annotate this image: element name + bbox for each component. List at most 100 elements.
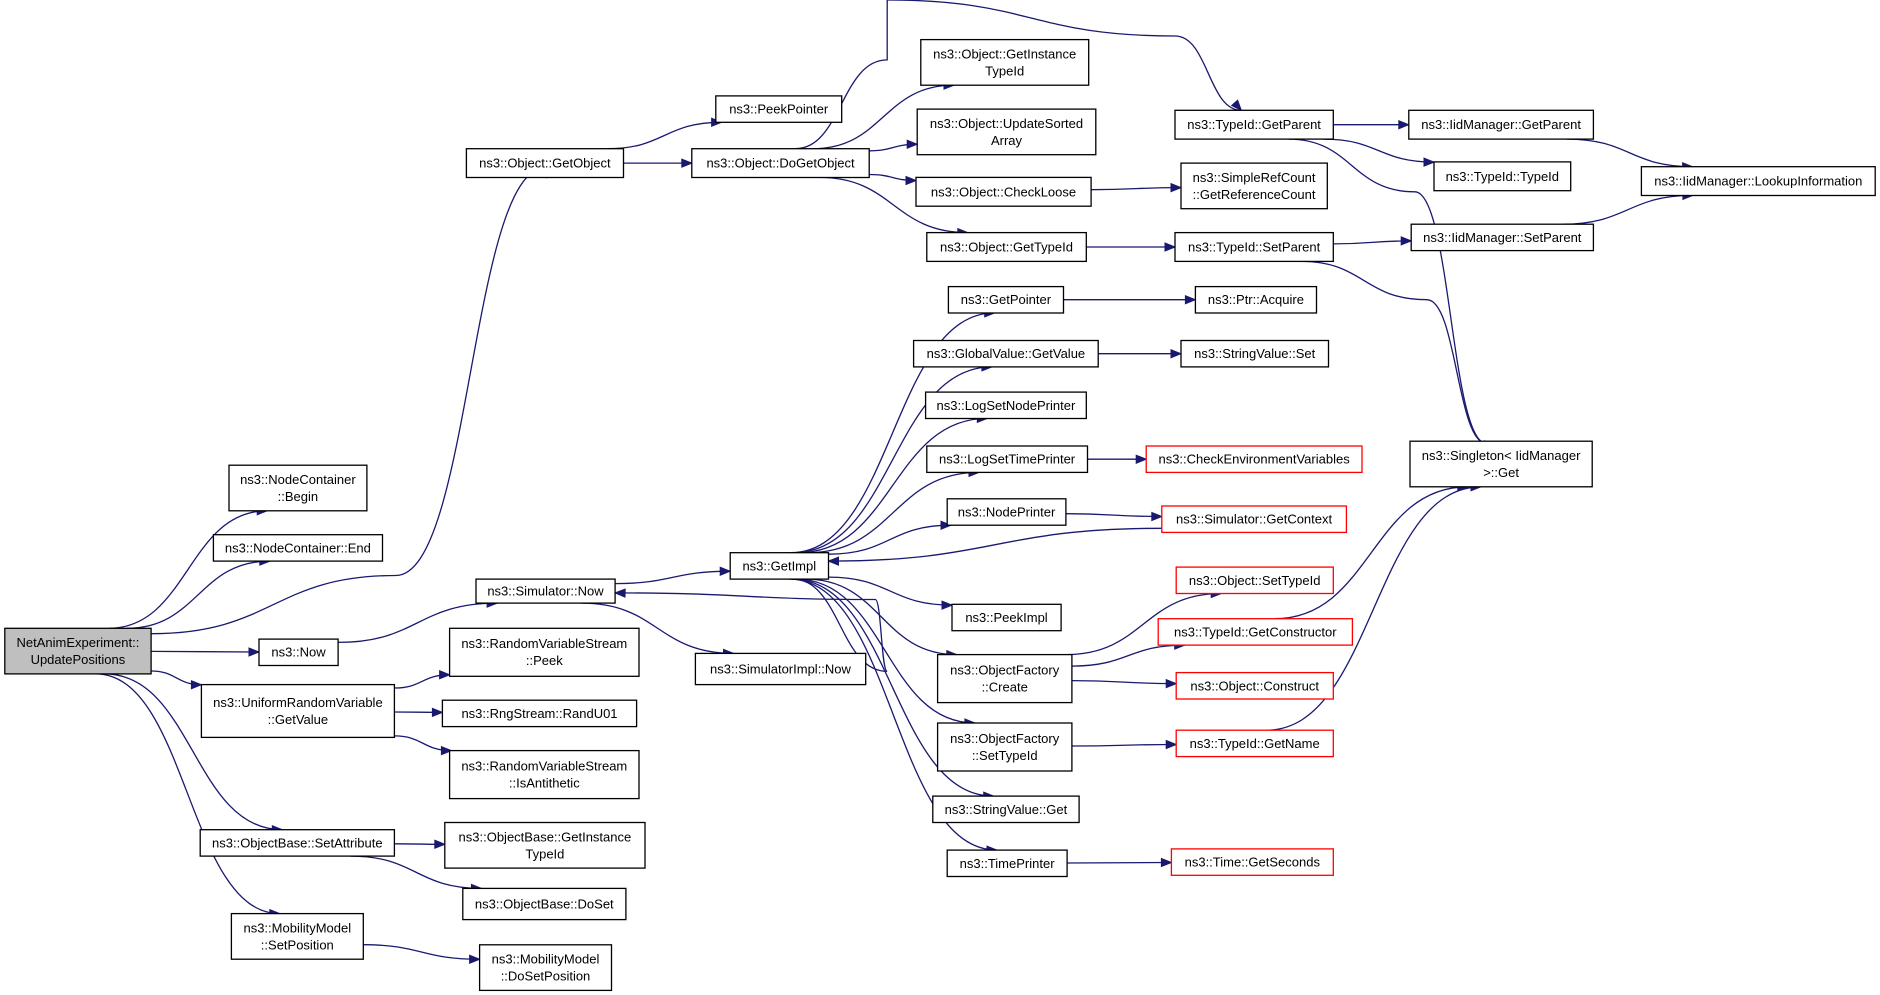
node-tid_getname[interactable]: ns3::TypeId::GetName [1175,729,1334,758]
edge-mm_setpos-to-mm_dosetpos [363,944,480,960]
node-obj_gettypeid[interactable]: ns3::Object::GetTypeId [926,231,1087,263]
node-label: TypeId [985,63,1024,78]
edge-obj_dogetobject-to-obj_gettypeid [819,176,968,234]
node-time_getseconds[interactable]: ns3::Time::GetSeconds [1170,848,1334,876]
arrowhead-sim_getcontext-to-getimpl [827,556,839,566]
node-gv_getvalue[interactable]: ns3::GlobalValue::GetValue [912,339,1099,368]
edge-root-to-mm_setpos [95,673,280,915]
arrowhead-obj_getobject-to-obj_dogetobject [681,158,694,168]
node-rvs_peek[interactable]: ns3::RandomVariableStream::Peek [448,627,640,677]
node-peekimpl[interactable]: ns3::PeekImpl [951,603,1062,632]
node-box [1408,109,1595,140]
node-label: ns3::StringValue::Set [1194,346,1316,361]
node-box [1175,671,1334,700]
edge-root-to-now [151,650,260,653]
edge-of_create-to-obj_construct [1071,679,1177,685]
edge-root-to-nc_begin [108,510,268,629]
edge-getimpl-to-timeprinter [789,578,998,851]
node-obj_getobject[interactable]: ns3::Object::GetObject [465,148,625,179]
node-box [1175,566,1334,595]
node-peekpointer[interactable]: ns3::PeekPointer [715,95,843,123]
node-obj_checkloose[interactable]: ns3::Object::CheckLoose [915,176,1092,207]
node-getimpl[interactable]: ns3::GetImpl [729,552,830,580]
node-getpointer[interactable]: ns3::GetPointer [947,285,1065,314]
node-tid_getparent[interactable]: ns3::TypeId::GetParent [1174,109,1334,140]
node-sv_get[interactable]: ns3::StringValue::Get [932,795,1080,824]
node-label: ns3::Now [271,645,326,660]
node-logsetnodeprinter[interactable]: ns3::LogSetNodePrinter [924,391,1087,420]
node-box [199,829,396,857]
arrowhead-of_settypeid-to-tid_getname [1165,739,1178,750]
node-label: ns3::Object::CheckLoose [931,184,1076,199]
arrowhead-timeprinter-to-time_getseconds [1160,857,1173,868]
node-rvs_isanti[interactable]: ns3::RandomVariableStream::IsAntithetic [448,749,640,800]
node-label: ns3::NodePrinter [958,505,1056,520]
node-tid_getconstructor[interactable]: ns3::TypeId::GetConstructor [1157,618,1354,646]
node-box [462,887,627,921]
node-label: ns3::RandomVariableStream [461,636,627,651]
node-of_settypeid[interactable]: ns3::ObjectFactory::SetTypeId [936,722,1073,772]
node-iidm_lookup[interactable]: ns3::IidManager::LookupInformation [1640,166,1876,197]
edge-getimpl-to-logsettimeprinter [807,471,980,554]
node-label: ns3::Simulator::Now [487,584,604,599]
node-obj_dogetobject[interactable]: ns3::Object::DoGetObject [691,148,870,179]
node-obj_settypeid[interactable]: ns3::Object::SetTypeId [1175,566,1334,595]
node-sim_getcontext[interactable]: ns3::Simulator::GetContext [1161,505,1348,534]
node-mm_setpos[interactable]: ns3::MobilityModel::SetPosition [230,912,364,960]
node-root[interactable]: NetAnimExperiment::UpdatePositions [4,627,152,675]
node-iidm_getparent[interactable]: ns3::IidManager::GetParent [1408,109,1595,140]
node-label: ns3::PeekPointer [729,102,829,117]
node-box [936,722,1073,772]
arrowhead-urv_getvalue-to-rvs_isanti [440,745,453,756]
node-tid_typeid[interactable]: ns3::TypeId::TypeId [1433,161,1572,192]
node-box [228,464,368,512]
node-simimpl_now[interactable]: ns3::SimulatorImpl::Now [694,652,867,686]
node-label: ns3::GlobalValue::GetValue [927,346,1086,361]
node-label: ::GetReferenceCount [1193,187,1316,202]
node-nc_begin[interactable]: ns3::NodeContainer::Begin [228,464,368,512]
node-box [1174,109,1334,140]
node-box [946,498,1067,526]
node-box [916,108,1097,156]
node-sv_set[interactable]: ns3::StringValue::Set [1180,339,1330,368]
node-nc_end[interactable]: ns3::NodeContainer::End [212,534,384,562]
node-tid_setparent[interactable]: ns3::TypeId::SetParent [1174,231,1334,263]
arrowhead-of_create-to-obj_construct [1165,678,1178,689]
node-iidm_setparent[interactable]: ns3::IidManager::SetParent [1410,223,1595,252]
node-nodeprinter[interactable]: ns3::NodePrinter [946,498,1067,526]
edge-of_settypeid-to-tid_getname [1071,743,1177,747]
arrowhead-obj_checkloose-to-src_getrefcount [1170,182,1183,193]
node-ob_doset[interactable]: ns3::ObjectBase::DoSet [462,887,627,921]
node-ob_setattr[interactable]: ns3::ObjectBase::SetAttribute [199,829,396,857]
edge-getimpl-to-sim_now [615,578,888,673]
arrowhead-ob_setattr-to-ob_getinstancetypeid [434,839,447,850]
edge-obj_getobject-to-peekpointer [607,121,722,150]
node-now[interactable]: ns3::Now [258,638,339,667]
node-of_create[interactable]: ns3::ObjectFactory::Create [936,653,1073,704]
node-mm_dosetpos[interactable]: ns3::MobilityModel::DoSetPosition [478,944,613,992]
arrowhead-obj_dogetobject-to-obj_updatesorted [906,139,919,149]
node-box [1170,848,1334,876]
node-src_getrefcount[interactable]: ns3::SimpleRefCount::GetReferenceCount [1180,162,1328,210]
node-label: ns3::IidManager::LookupInformation [1654,174,1862,189]
node-obj_construct[interactable]: ns3::Object::Construct [1175,671,1334,700]
arrowhead-nodeprinter-to-sim_getcontext [1151,511,1164,522]
node-box [926,445,1089,474]
edge-iidm_setparent-to-iidm_lookup [1562,194,1693,225]
node-urv_getvalue[interactable]: ns3::UniformRandomVariable::GetValue [200,683,396,739]
node-sim_now[interactable]: ns3::Simulator::Now [475,578,616,604]
node-ptr_acquire[interactable]: ns3::Ptr::Acquire [1194,285,1318,314]
node-box [1174,231,1334,263]
node-logsettimeprinter[interactable]: ns3::LogSetTimePrinter [926,445,1089,474]
node-singleton_get[interactable]: ns3::Singleton< IidManager>::Get [1409,440,1593,488]
node-box [1180,162,1328,210]
edge-of_create-to-tid_getconstructor [1071,644,1185,667]
node-box [946,849,1068,878]
node-timeprinter[interactable]: ns3::TimePrinter [946,849,1068,878]
node-checkenv[interactable]: ns3::CheckEnvironmentVariables [1145,445,1363,474]
node-rng_randu01[interactable]: ns3::RngStream::RandU01 [441,699,638,728]
node-label: ns3::TypeId::GetName [1190,736,1320,751]
